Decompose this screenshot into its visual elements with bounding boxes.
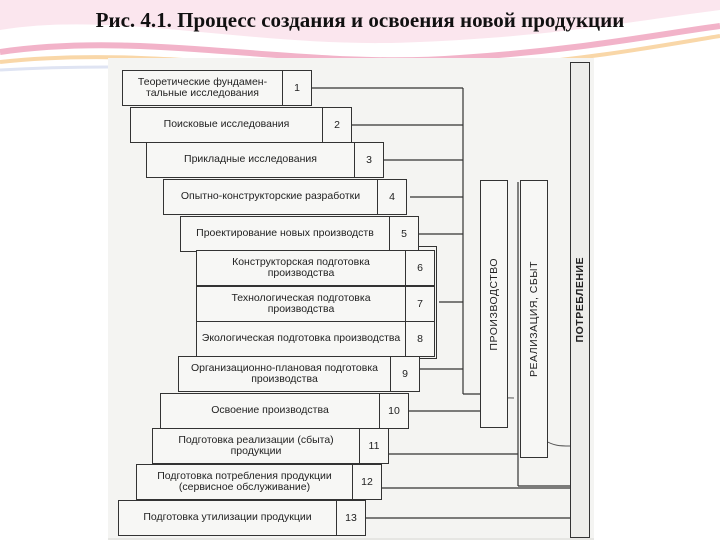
stage-7: Технологическая подготовка производства … <box>196 286 435 322</box>
stage-10: Освоение производства 10 <box>160 393 409 429</box>
stage-13-number: 13 <box>336 500 366 536</box>
stage-4-label: Опытно-конструкторские разработки <box>163 179 377 215</box>
stage-9-label: Организационно-плановая подготовка произ… <box>178 356 390 392</box>
stage-6-number: 6 <box>405 250 435 286</box>
stage-10-label: Освоение производства <box>160 393 379 429</box>
stage-8: Экологическая подготовка производства 8 <box>196 321 435 357</box>
stage-1-label: Теоретические фундамен-тальные исследова… <box>122 70 282 106</box>
stage-12-number: 12 <box>352 464 382 500</box>
stage-8-number: 8 <box>405 321 435 357</box>
stage-9-number: 9 <box>390 356 420 392</box>
phase-sales: РЕАЛИЗАЦИЯ, СБЫТ <box>520 180 548 458</box>
stage-6: Конструкторская подготовка производства … <box>196 250 435 286</box>
stage-11-number: 11 <box>359 428 389 464</box>
stage-4-number: 4 <box>377 179 407 215</box>
phase-sales-label: РЕАЛИЗАЦИЯ, СБЫТ <box>528 261 540 377</box>
phase-consumption: ПОТРЕБЛЕНИЕ <box>570 62 590 538</box>
stage-13-label: Подготовка утилизации продукции <box>118 500 336 536</box>
stage-12-label: Подготовка потребления продукции (сервис… <box>136 464 352 500</box>
stage-1: Теоретические фундамен-тальные исследова… <box>122 70 312 106</box>
stage-12: Подготовка потребления продукции (сервис… <box>136 464 382 500</box>
stage-8-label: Экологическая подготовка производства <box>196 321 405 357</box>
stage-4: Опытно-конструкторские разработки 4 <box>163 179 407 215</box>
stage-7-number: 7 <box>405 286 435 322</box>
stage-5-number: 5 <box>389 216 419 252</box>
stage-10-number: 10 <box>379 393 409 429</box>
phase-production-label: ПРОИЗВОДСТВО <box>488 257 500 351</box>
stage-6-label: Конструкторская подготовка производства <box>196 250 405 286</box>
stage-2-label: Поисковые исследования <box>130 107 322 143</box>
stage-11: Подготовка реализации (сбыта) продукции … <box>152 428 389 464</box>
connector-lines <box>108 87 594 540</box>
stage-1-number: 1 <box>282 70 312 106</box>
stage-11-label: Подготовка реализации (сбыта) продукции <box>152 428 359 464</box>
page-title: Рис. 4.1. Процесс создания и освоения но… <box>95 8 625 32</box>
stage-7-label: Технологическая подготовка производства <box>196 286 405 322</box>
stage-9: Организационно-плановая подготовка произ… <box>178 356 420 392</box>
stage-3-number: 3 <box>354 142 384 178</box>
stage-3-label: Прикладные исследования <box>146 142 354 178</box>
stage-5-label: Проектирование новых производств <box>180 216 389 252</box>
stage-2-number: 2 <box>322 107 352 143</box>
stage-13: Подготовка утилизации продукции 13 <box>118 500 366 536</box>
stage-5: Проектирование новых производств 5 <box>180 216 419 252</box>
stage-3: Прикладные исследования 3 <box>146 142 384 178</box>
stage-2: Поисковые исследования 2 <box>130 107 352 143</box>
phase-consumption-label: ПОТРЕБЛЕНИЕ <box>574 257 586 343</box>
phase-production: ПРОИЗВОДСТВО <box>480 180 508 428</box>
diagram: Теоретические фундамен-тальные исследова… <box>108 58 594 540</box>
